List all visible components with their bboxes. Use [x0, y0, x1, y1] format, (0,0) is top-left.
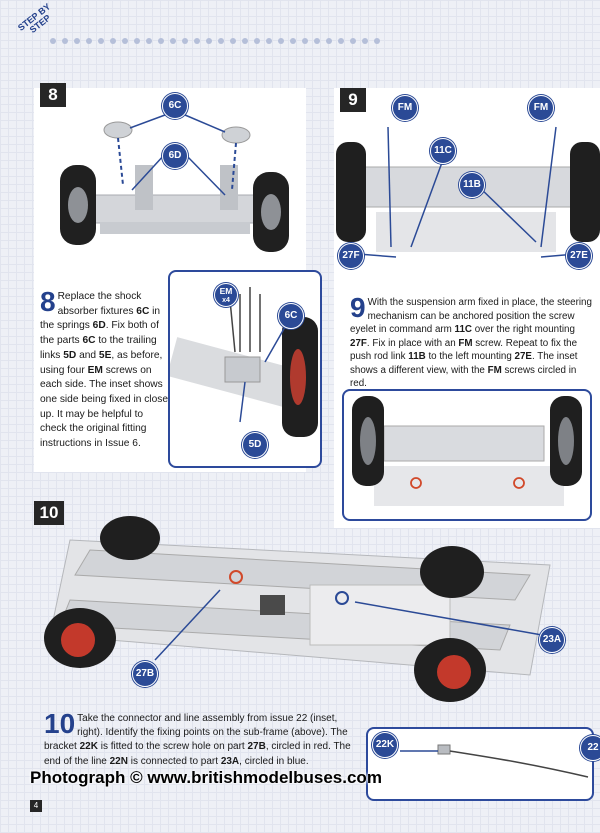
badge-fm-left: FM — [392, 95, 418, 121]
badge-23a: 23A — [539, 627, 565, 653]
badge-27b: 27B — [132, 661, 158, 687]
badge-6d-top: 6D — [162, 143, 188, 169]
step10-photo — [30, 510, 590, 705]
step8-number: 8 — [40, 83, 66, 107]
badge-22k: 22K — [372, 732, 398, 758]
badge-5d-inset: 5D — [242, 432, 268, 458]
badge-22-right: 22 — [580, 735, 600, 761]
page-number: 4 — [30, 800, 42, 812]
header-dots — [50, 38, 380, 44]
badge-27e: 27E — [566, 243, 592, 269]
step8-photo — [40, 110, 302, 270]
badge-27f: 27F — [338, 243, 364, 269]
step9-inset — [342, 389, 592, 521]
badge-6c-top: 6C — [162, 93, 188, 119]
watermark: Photograph © www.britishmodelbuses.com — [30, 768, 382, 787]
step9-number: 9 — [340, 88, 366, 112]
badge-11b: 11B — [459, 172, 485, 198]
step10-number: 10 — [34, 501, 64, 525]
badge-11c: 11C — [430, 138, 456, 164]
step10-inset — [366, 727, 594, 801]
badge-fm-right: FM — [528, 95, 554, 121]
badge-6c-inset: 6C — [278, 303, 304, 329]
